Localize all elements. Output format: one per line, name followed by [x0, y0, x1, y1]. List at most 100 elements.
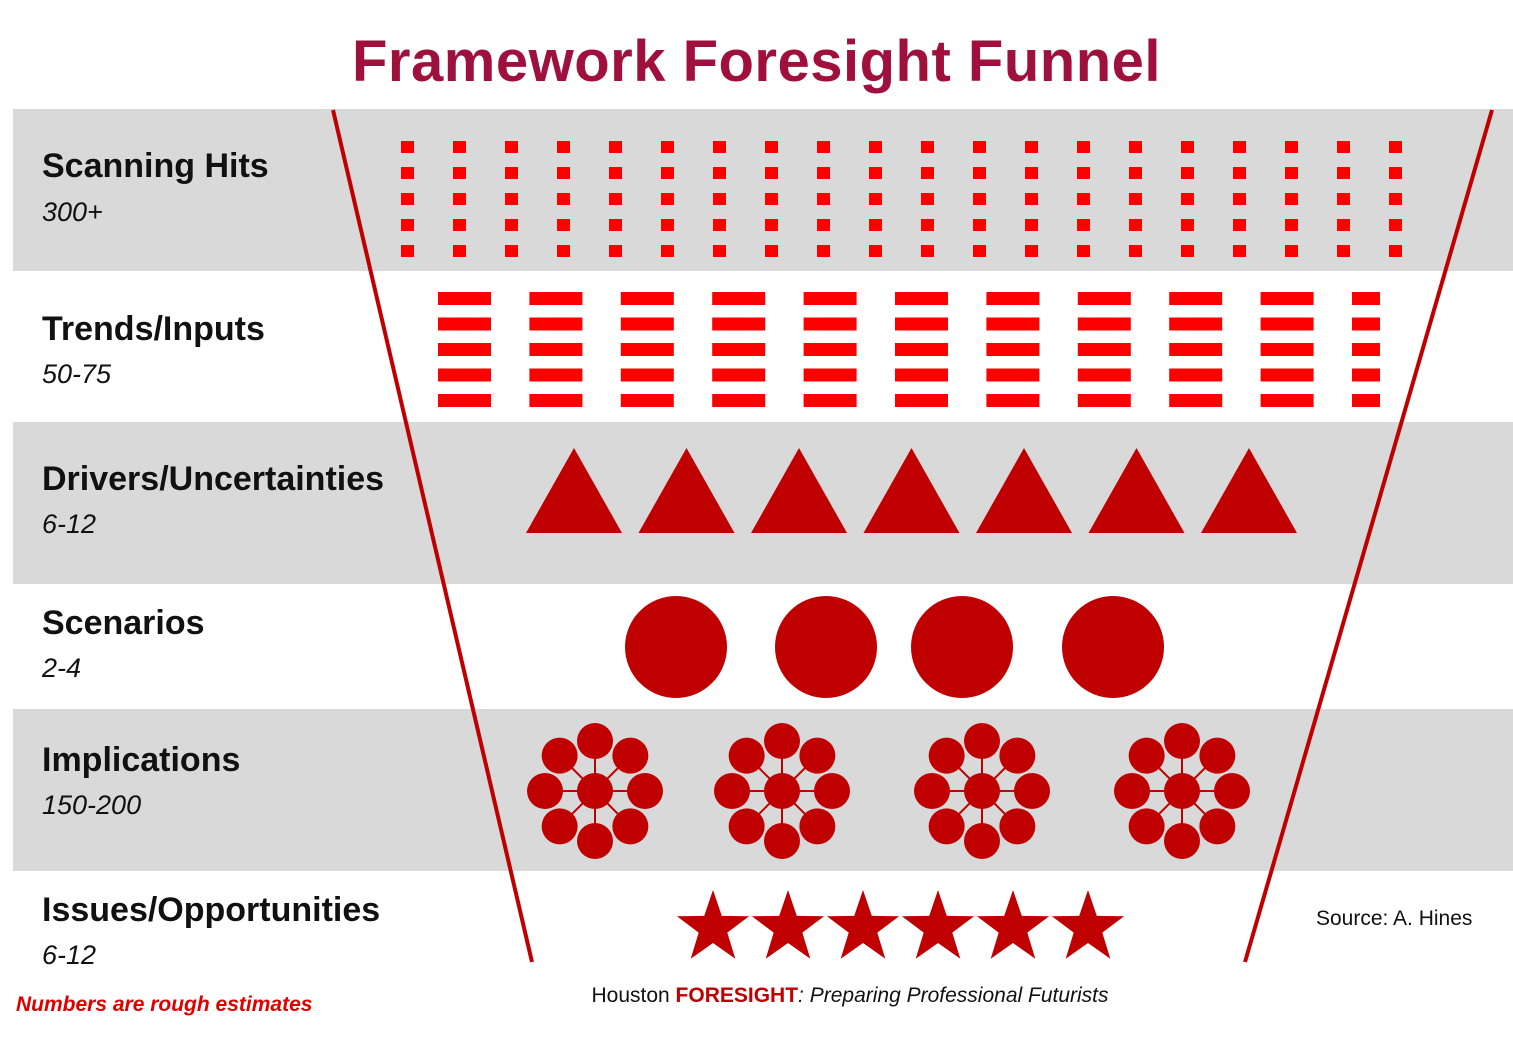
- scanning-hit-dot: [817, 245, 830, 257]
- stage-label-implications: Implications: [42, 741, 241, 779]
- trend-input-bar: [1352, 317, 1380, 331]
- scanning-hit-dot: [505, 193, 518, 205]
- scanning-hit-dot: [765, 167, 778, 179]
- scanning-hit-dot: [1389, 141, 1402, 153]
- scanning-hit-dot: [921, 167, 934, 179]
- trend-input-bar: [1169, 317, 1223, 331]
- scanning-hit-dot: [453, 141, 466, 153]
- footer-prefix: Houston: [591, 984, 676, 1007]
- scenario-circle: [625, 596, 727, 698]
- scanning-hit-dot: [921, 219, 934, 231]
- driver-triangle: [863, 448, 960, 533]
- scanning-hit-dot: [609, 193, 622, 205]
- trend-input-bar: [1352, 343, 1380, 356]
- implication-node: [764, 823, 800, 859]
- scanning-hit-dot: [661, 167, 674, 179]
- scanning-hit-dot: [1389, 245, 1402, 257]
- scanning-hit-dot: [1337, 245, 1350, 257]
- driver-triangle: [1088, 448, 1185, 533]
- scanning-hit-dot: [505, 141, 518, 153]
- trend-input-bar: [438, 292, 491, 305]
- stage-count-implications: 150-200: [42, 790, 142, 820]
- issue-star: [826, 890, 900, 959]
- scanning-hit-dot: [1285, 193, 1298, 205]
- implication-node: [914, 773, 950, 809]
- implication-node: [1014, 773, 1050, 809]
- trend-input-bar: [895, 394, 948, 407]
- scanning-hit-dot: [921, 141, 934, 153]
- stage-count-scanning-hits: 300+: [42, 197, 103, 227]
- implication-node: [577, 723, 613, 759]
- driver-triangle: [526, 448, 622, 533]
- implication-hub: [1164, 773, 1200, 809]
- trend-input-bar: [620, 343, 674, 356]
- trend-input-bar: [895, 292, 948, 305]
- stage-label-trends-inputs: Trends/Inputs: [42, 310, 265, 348]
- trend-input-bar: [1169, 368, 1223, 382]
- scanning-hit-dot: [401, 245, 414, 257]
- scanning-hit-dot: [869, 245, 882, 257]
- scanning-hit-dot: [557, 141, 570, 153]
- trend-input-bar: [1260, 394, 1314, 407]
- scanning-hit-dot: [505, 167, 518, 179]
- issue-star: [1051, 890, 1125, 959]
- scanning-hit-dot: [1181, 141, 1194, 153]
- scanning-hit-dot: [1129, 219, 1142, 231]
- trend-input-bar: [895, 368, 948, 382]
- implication-node: [527, 773, 563, 809]
- scenario-circle: [911, 596, 1013, 698]
- trend-input-bar: [1077, 317, 1131, 331]
- scanning-hit-dot: [1129, 245, 1142, 257]
- trend-input-bar: [620, 292, 674, 305]
- scanning-hit-dot: [557, 193, 570, 205]
- scanning-hit-dot: [1077, 245, 1090, 257]
- scanning-hit-dot: [1181, 193, 1194, 205]
- implication-node: [928, 737, 965, 774]
- scanning-hit-dot: [817, 141, 830, 153]
- trend-input-bar: [1169, 292, 1223, 305]
- implication-node: [577, 823, 613, 859]
- trend-input-bar: [1169, 394, 1223, 407]
- scanning-hit-dot: [1337, 167, 1350, 179]
- scanning-hit-dot: [661, 245, 674, 257]
- stage-count-scenarios: 2-4: [42, 653, 82, 683]
- trend-input-bar: [1352, 394, 1380, 407]
- implication-node: [799, 808, 836, 845]
- scanning-hit-dot: [1129, 193, 1142, 205]
- trend-input-bar: [1352, 368, 1380, 382]
- scanning-hit-dot: [765, 245, 778, 257]
- implication-node: [1128, 737, 1165, 774]
- trend-input-bar: [620, 317, 674, 331]
- scanning-hit-dot: [1025, 245, 1038, 257]
- stage-label-scenarios: Scenarios: [42, 604, 205, 642]
- scanning-hit-dot: [973, 167, 986, 179]
- implication-node: [964, 823, 1000, 859]
- scanning-hit-dot: [1337, 141, 1350, 153]
- footer-tagline: : Preparing Professional Futurists: [798, 984, 1109, 1007]
- scanning-hit-dot: [817, 219, 830, 231]
- implication-node: [999, 737, 1036, 774]
- trend-input-bar: [1077, 343, 1131, 356]
- scanning-hit-dot: [453, 193, 466, 205]
- trend-input-bar: [1260, 368, 1314, 382]
- scanning-hit-dot: [453, 219, 466, 231]
- scanning-hit-dot: [973, 193, 986, 205]
- implication-node: [1164, 823, 1200, 859]
- trend-input-bar: [1169, 343, 1223, 356]
- scanning-hit-dot: [869, 219, 882, 231]
- trend-input-bar: [986, 368, 1040, 382]
- implication-node: [814, 773, 850, 809]
- scanning-hit-dot: [1025, 193, 1038, 205]
- trend-input-bar: [1077, 368, 1131, 382]
- trend-input-bar: [986, 292, 1040, 305]
- trend-input-bar: [529, 317, 583, 331]
- trend-input-bar: [1260, 317, 1314, 331]
- scanning-hit-dot: [869, 193, 882, 205]
- scanning-hit-dot: [661, 193, 674, 205]
- implication-node: [799, 737, 836, 774]
- scanning-hit-dot: [609, 167, 622, 179]
- stage-count-trends-inputs: 50-75: [42, 359, 112, 389]
- scanning-hit-dot: [713, 141, 726, 153]
- trend-input-bar: [1077, 394, 1131, 407]
- scanning-hit-dot: [401, 141, 414, 153]
